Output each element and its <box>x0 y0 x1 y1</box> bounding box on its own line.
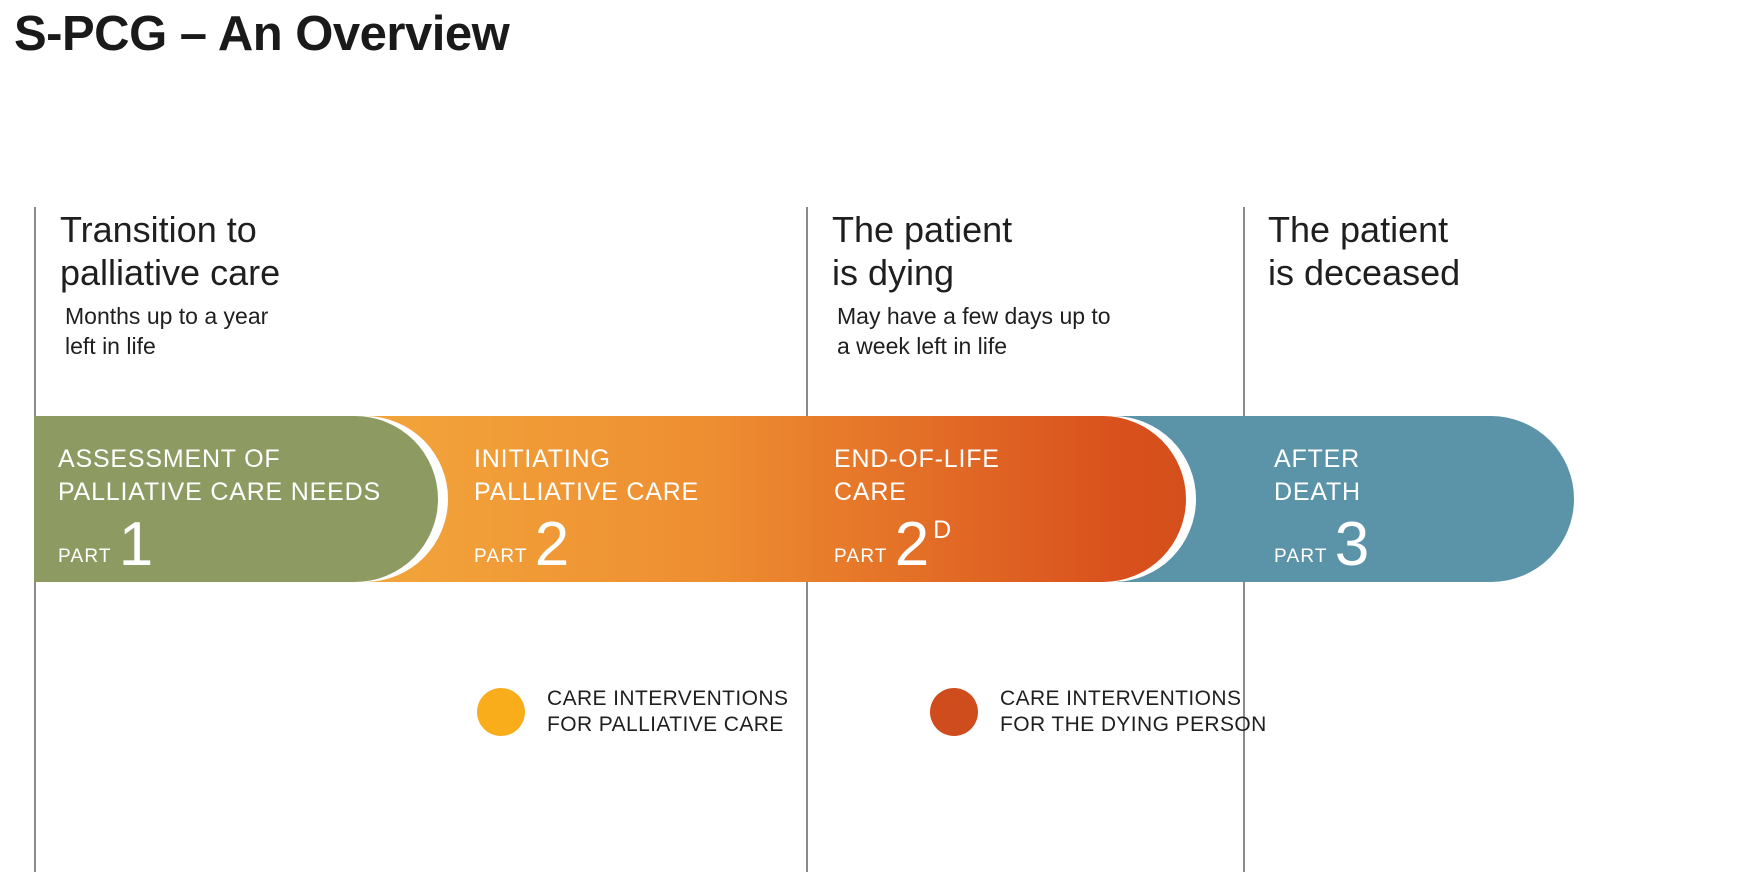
phase-ribbon: ASSESSMENT OF PALLIATIVE CARE NEEDS PART… <box>34 416 1574 582</box>
ribbon-part-number-2: 2 <box>534 510 570 579</box>
page-title: S-PCG – An Overview <box>14 7 510 61</box>
phase-column-transition-to-palliative-care: Transition to palliative care Months up … <box>60 208 280 361</box>
legend-dot-red-orange-icon <box>930 688 978 736</box>
phase-subtitle-dying: May have a few days up to a week left in… <box>837 303 1111 359</box>
ribbon-part-word-3: PART <box>1274 546 1328 567</box>
legend-label-palliative-care: CARE INTERVENTIONS FOR PALLIATIVE CARE <box>547 687 789 736</box>
ribbon-label-end-of-life: END-OF-LIFE CARE <box>834 445 1000 506</box>
ribbon-part-word-2d: PART <box>834 546 888 567</box>
legend-item-dying-person[interactable]: CARE INTERVENTIONS FOR THE DYING PERSON <box>930 686 1267 738</box>
ribbon-part-assessment: PART 1 <box>58 510 154 579</box>
ribbon-part-number-2d-value: 2 <box>894 510 930 579</box>
phase-column-the-patient-is-deceased: The patient is deceased <box>1268 208 1460 294</box>
ribbon-part-word-1: PART <box>58 546 112 567</box>
legend-dot-amber-icon <box>477 688 525 736</box>
phase-title-transition: Transition to palliative care <box>60 209 281 293</box>
ribbon-label-initiating: INITIATING PALLIATIVE CARE <box>474 445 700 506</box>
guide-line-phase-3-top <box>1243 207 1245 416</box>
ribbon-part-suffix-d: D <box>933 516 952 544</box>
guide-line-phase-1-bottom <box>34 582 36 872</box>
guide-line-phase-2-bottom <box>806 582 808 872</box>
guide-line-phase-3-bottom <box>1243 582 1245 872</box>
ribbon-part-after-death: PART 3 <box>1274 510 1370 579</box>
ribbon-part-word-2: PART <box>474 546 528 567</box>
ribbon-part-number-3: 3 <box>1334 510 1370 579</box>
phase-title-dying: The patient is dying <box>832 209 1013 293</box>
ribbon-segment-assessment[interactable] <box>34 416 438 582</box>
ribbon-label-after-death: AFTER DEATH <box>1274 445 1361 506</box>
legend-label-dying-person: CARE INTERVENTIONS FOR THE DYING PERSON <box>1000 687 1267 736</box>
ribbon-label-assessment: ASSESSMENT OF PALLIATIVE CARE NEEDS <box>58 445 381 506</box>
ribbon-part-initiating: PART 2 <box>474 510 570 579</box>
guide-line-phase-1-top <box>34 207 36 416</box>
phase-title-deceased: The patient is deceased <box>1268 209 1461 293</box>
ribbon-part-number-1: 1 <box>118 510 154 579</box>
phase-subtitle-transition: Months up to a year left in life <box>65 303 269 359</box>
legend-item-palliative-care[interactable]: CARE INTERVENTIONS FOR PALLIATIVE CARE <box>477 686 788 738</box>
phase-column-the-patient-is-dying: The patient is dying May have a few days… <box>832 208 1111 361</box>
guide-line-phase-2-top <box>806 207 808 416</box>
